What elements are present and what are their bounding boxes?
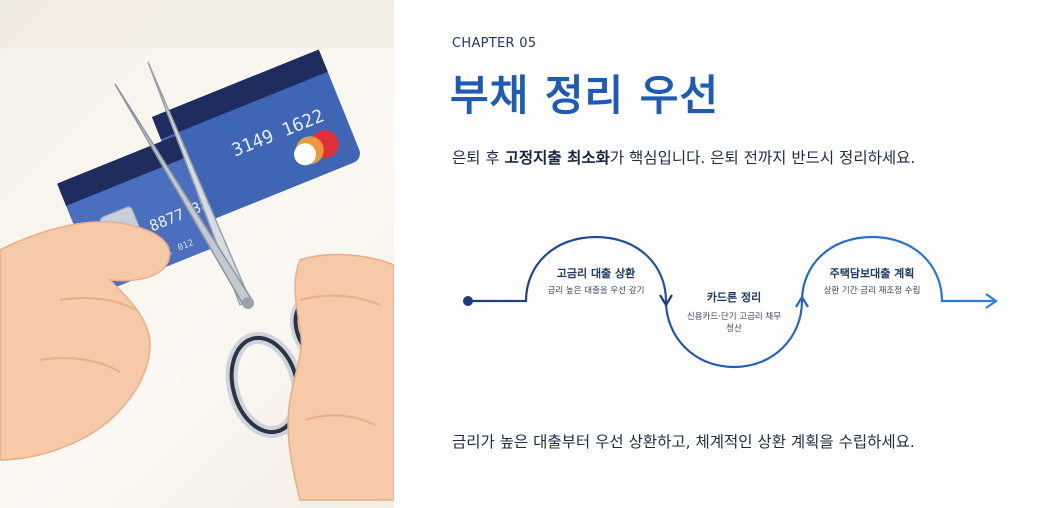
- step-1-title: 고금리 대출 상환: [557, 266, 636, 280]
- step-3-desc: 상환 기간·금리 재조정 수립: [824, 285, 921, 296]
- intro-emphasis: 고정지출 최소화: [504, 149, 610, 167]
- left-hand: [0, 221, 171, 461]
- content-panel: CHAPTER 05 부채 정리 우선 은퇴 후 고정지출 최소화가 핵심입니다…: [394, 0, 1060, 508]
- credit-card-right-half: 3149 1622: [151, 49, 360, 224]
- step-2-title: 카드론 정리: [707, 290, 761, 304]
- page-title: 부채 정리 우선: [450, 71, 720, 120]
- intro-text-after: 가 핵심입니다. 은퇴 전까지 반드시 정리하세요.: [609, 149, 916, 167]
- scissors-icon: [114, 61, 370, 439]
- flow-arrow-down-icon: [659, 294, 673, 308]
- illustration-panel: 3149 1622 8877 38 CAM R. 012: [0, 0, 394, 508]
- intro-text-before: 은퇴 후: [452, 149, 505, 167]
- chapter-label: CHAPTER 05: [452, 36, 537, 51]
- flow-line: [468, 235, 994, 369]
- card-cutting-illustration: 3149 1622 8877 38 CAM R. 012: [0, 0, 394, 501]
- flow-end-arrow-icon: [985, 293, 998, 309]
- intro-text: 은퇴 후 고정지출 최소화가 핵심입니다. 은퇴 전까지 반드시 정리하세요.: [452, 146, 915, 168]
- flow-arrow-up-icon: [795, 294, 809, 308]
- debt-repayment-flow-diagram: 고금리 대출 상환 금리 높은 대출을 우선 갚기 카드론 정리 신용카드·단기…: [463, 235, 998, 369]
- step-2-desc-line1: 신용카드·단기 고금리 채무: [687, 311, 781, 322]
- right-hand: [287, 253, 394, 501]
- step-3-title: 주택담보대출 계획: [830, 266, 915, 280]
- step-1-desc: 금리 높은 대출을 우선 갚기: [548, 285, 645, 296]
- closing-text: 금리가 높은 대출부터 우선 상환하고, 체계적인 상환 계획을 수립하세요.: [452, 433, 915, 451]
- step-2-desc-line2: 청산: [726, 323, 742, 334]
